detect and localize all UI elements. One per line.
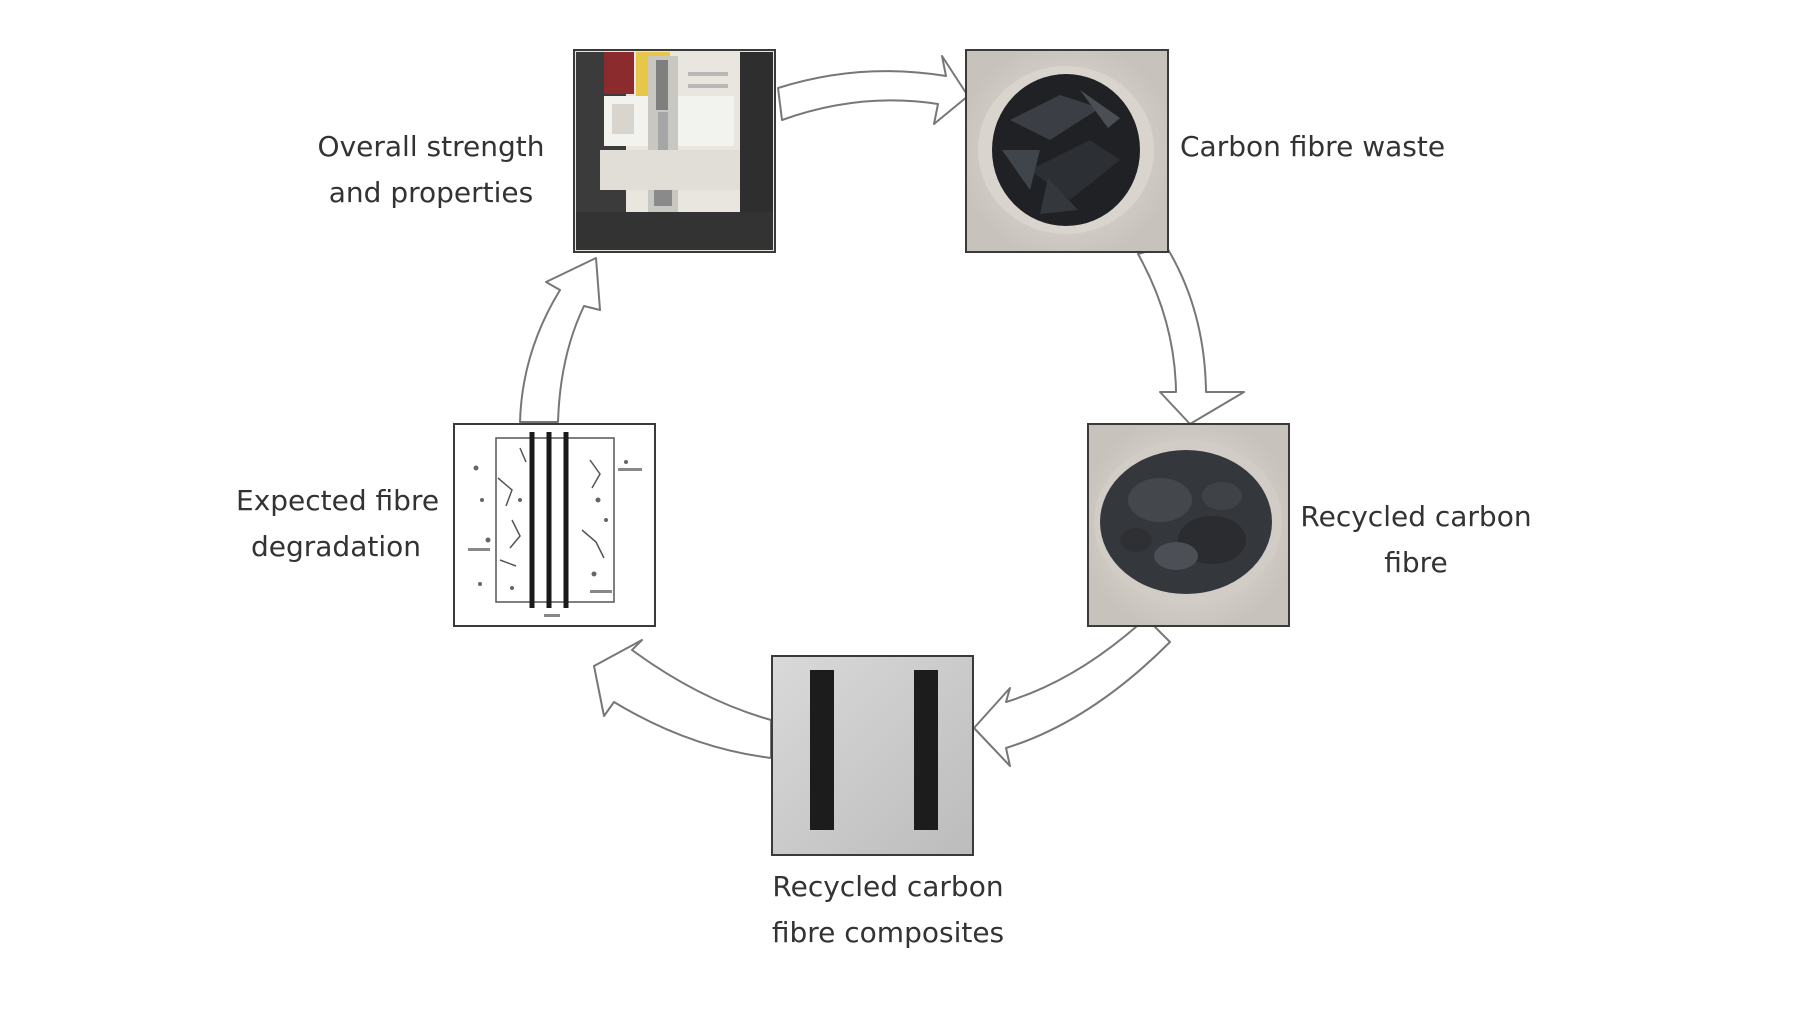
arrow-waste-to-rcf: [1137, 245, 1245, 425]
label-line: degradation: [250, 530, 421, 563]
label-overall-strength: Overall strength and properties: [314, 124, 548, 216]
label-line: Recycled carbon: [772, 870, 1004, 903]
arrows: [519, 55, 1245, 767]
label-recycled-carbon-fibre-composites: Recycled carbon fibre composites: [762, 864, 1014, 956]
arrow-rcf-to-composites: [973, 617, 1171, 767]
label-line: fibre: [1384, 546, 1448, 579]
label-line: Overall strength: [317, 130, 545, 163]
label-line: and properties: [328, 176, 534, 209]
recycled-carbon-fibre-photo: [1087, 423, 1290, 627]
arrow-strength-to-waste: [777, 55, 969, 125]
composite-specimens-photo: [771, 655, 974, 856]
arrow-composites-to-degradation: [593, 639, 772, 759]
arrow-degradation-to-strength: [519, 257, 601, 423]
carbon-fibre-waste-photo: [965, 49, 1169, 253]
label-carbon-fibre-waste: Carbon fibre waste: [1180, 124, 1450, 170]
label-recycled-carbon-fibre: Recycled carbon fibre: [1300, 494, 1532, 586]
label-expected-fibre-degradation: Expected fibre degradation: [236, 478, 440, 570]
label-line: Carbon fibre waste: [1180, 130, 1446, 163]
label-line: fibre composites: [771, 916, 1005, 949]
label-line: Expected fibre: [236, 484, 440, 517]
label-line: Recycled carbon: [1300, 500, 1532, 533]
tensile-testing-machine-photo: [573, 49, 776, 253]
fibre-degradation-schematic: [453, 423, 656, 627]
